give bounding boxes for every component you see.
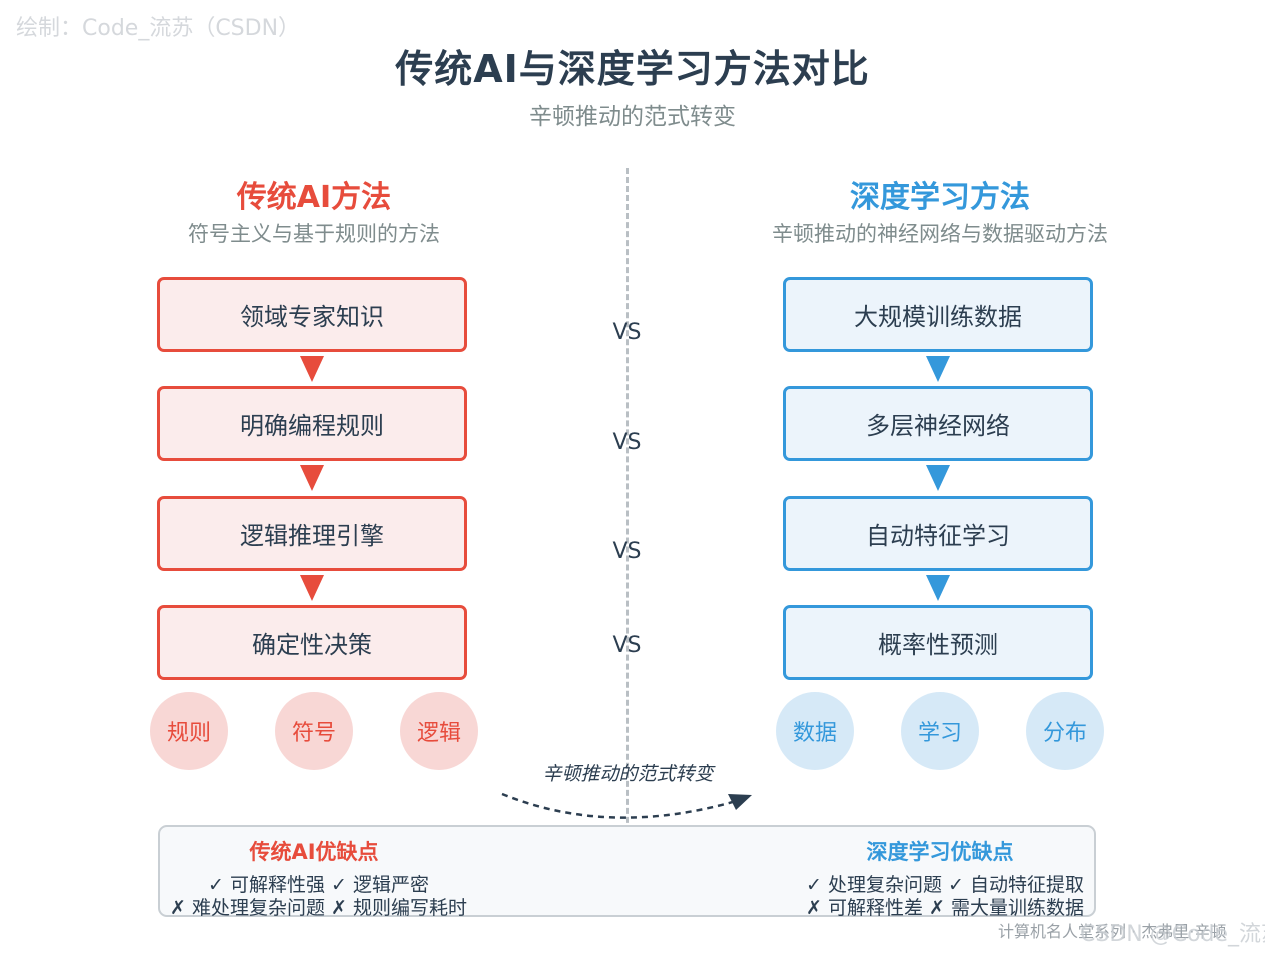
left-step-1: 领域专家知识 bbox=[157, 277, 467, 352]
center-divider bbox=[626, 168, 629, 913]
left-pros: ✓ 可解释性强 ✓ 逻辑严密 bbox=[208, 874, 429, 896]
vs-label: VS bbox=[612, 320, 642, 345]
vs-label: VS bbox=[612, 633, 642, 658]
right-step-4: 概率性预测 bbox=[783, 605, 1093, 680]
left-step-3: 逻辑推理引擎 bbox=[157, 496, 467, 571]
left-tag: 逻辑 bbox=[400, 692, 478, 770]
transition-label: 辛顿推动的范式转变 bbox=[542, 763, 714, 785]
right-arrow-down-icon bbox=[926, 465, 950, 491]
right-tag: 分布 bbox=[1026, 692, 1104, 770]
left-column-subtitle: 符号主义与基于规则的方法 bbox=[188, 222, 440, 246]
right-step-1: 大规模训练数据 bbox=[783, 277, 1093, 352]
vs-label: VS bbox=[612, 539, 642, 564]
right-tag: 数据 bbox=[776, 692, 854, 770]
left-arrow-down-icon bbox=[300, 356, 324, 382]
page-subtitle: 辛顿推动的范式转变 bbox=[529, 104, 736, 130]
right-arrow-down-icon bbox=[926, 575, 950, 601]
right-column-title: 深度学习方法 bbox=[850, 180, 1030, 215]
watermark-bottom: CSDN @Code_流苏 bbox=[1080, 922, 1265, 947]
right-pros: ✓ 处理复杂问题 ✓ 自动特征提取 bbox=[806, 874, 1084, 896]
right-arrow-down-icon bbox=[926, 356, 950, 382]
left-tag: 规则 bbox=[150, 692, 228, 770]
right-cons: ✗ 可解释性差 ✗ 需大量训练数据 bbox=[806, 897, 1084, 919]
page-title: 传统AI与深度学习方法对比 bbox=[395, 47, 870, 91]
right-step-2: 多层神经网络 bbox=[783, 386, 1093, 461]
left-step-2: 明确编程规则 bbox=[157, 386, 467, 461]
left-tag: 符号 bbox=[275, 692, 353, 770]
left-arrow-down-icon bbox=[300, 575, 324, 601]
right-comparison-title: 深度学习优缺点 bbox=[866, 840, 1014, 864]
transition-arrow-icon bbox=[501, 792, 752, 819]
left-arrow-down-icon bbox=[300, 465, 324, 491]
right-tag: 学习 bbox=[901, 692, 979, 770]
vs-label: VS bbox=[612, 430, 642, 455]
watermark-top: 绘制：Code_流苏（CSDN） bbox=[16, 16, 301, 41]
left-step-4: 确定性决策 bbox=[157, 605, 467, 680]
right-step-3: 自动特征学习 bbox=[783, 496, 1093, 571]
left-cons: ✗ 难处理复杂问题 ✗ 规则编写耗时 bbox=[170, 897, 467, 919]
comparison-panel bbox=[158, 825, 1096, 917]
left-column-title: 传统AI方法 bbox=[236, 180, 392, 215]
left-comparison-title: 传统AI优缺点 bbox=[249, 840, 379, 864]
right-column-subtitle: 辛顿推动的神经网络与数据驱动方法 bbox=[772, 222, 1108, 246]
watermark-bottom-small: 计算机名人堂系列 · 杰弗里·辛顿 bbox=[998, 922, 1227, 941]
